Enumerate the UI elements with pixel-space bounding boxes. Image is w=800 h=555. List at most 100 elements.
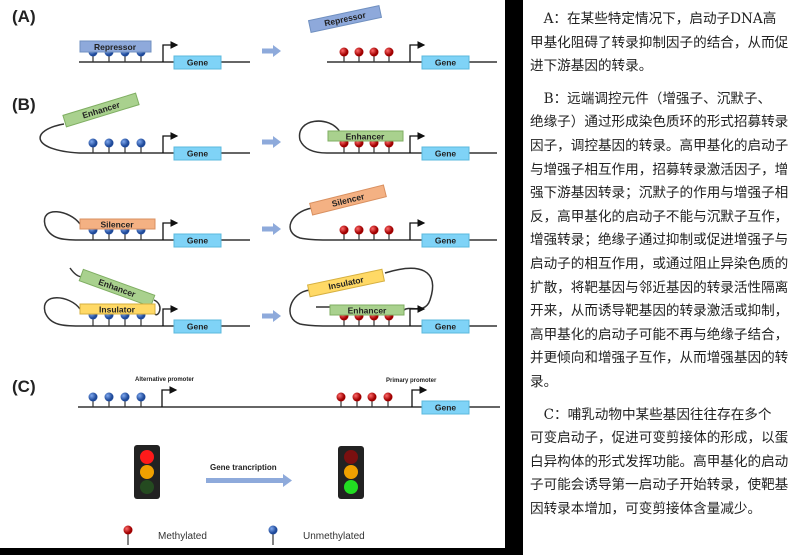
- gene-transcription-arrow-icon: [206, 474, 292, 487]
- gene-label: Gene: [435, 149, 457, 159]
- traffic-light-red-icon: [134, 445, 160, 499]
- transition-arrow-icon: [262, 223, 281, 235]
- gene-box: [421, 55, 470, 70]
- text-line: 白异构体的形式发挥功能。高甲基化的启动: [530, 453, 789, 470]
- methylated-cpg-icon: [352, 392, 362, 407]
- repressor-label: Repressor: [94, 42, 137, 52]
- gene-label: Gene: [435, 322, 457, 332]
- explanation-text: A：在某些特定情况下，启动子DNA高甲基化阻碍了转录抑制因子的结合，从而促进下游…: [530, 8, 796, 530]
- silencer-box-detached: Silencer: [309, 184, 387, 216]
- text-line: 因转录本增加，可变剪接体含量减少。: [530, 500, 762, 517]
- text-line: 增强转录；绝缘子通过抑制或促进增强子与: [530, 232, 789, 249]
- text-line: 与增强子相互作用，招募转录激活因子，增: [530, 161, 789, 178]
- gene-box: [421, 400, 470, 415]
- insulator-label-bound: Insulator: [99, 305, 136, 315]
- methylated-cpg-icon: [354, 47, 364, 62]
- insulator-box-bound: [79, 303, 156, 315]
- svg-text:Enhancer: Enhancer: [97, 277, 137, 300]
- black-bottom-border: [0, 548, 523, 555]
- methylated-cpg-icon: [367, 392, 377, 407]
- dna-strand: [384, 267, 434, 311]
- text-line: 可变启动子，促进可变剪接体的形成，以蛋: [530, 430, 789, 447]
- gene-label: Gene: [187, 149, 209, 159]
- gene-box: [173, 319, 222, 334]
- dna-strand: [298, 120, 341, 154]
- methylated-cpg-icon: [384, 47, 394, 62]
- promoter-arrow-icon: [162, 132, 179, 153]
- gene-label: Gene: [435, 58, 457, 68]
- unmethylated-cpg-icon: [120, 392, 130, 407]
- traffic-light-green-icon: [338, 446, 364, 499]
- enhancer-box-active: [329, 304, 405, 316]
- methylated-cpg-icon: [339, 225, 349, 240]
- promoter-arrow-icon: [162, 219, 179, 240]
- unmethylated-cpg-icon: [136, 138, 146, 153]
- silencer-box-bound: [79, 218, 156, 230]
- enhancer-label-active: Enhancer: [348, 306, 387, 316]
- primary-promoter-label: Primary promoter: [386, 378, 437, 384]
- text-line: 高甲基化的启动子可能不再与绝缘子结合，: [530, 326, 789, 343]
- panel-label-c: (C): [12, 377, 36, 396]
- methylated-cpg-icon: [369, 47, 379, 62]
- promoter-arrow-icon: [409, 41, 426, 62]
- text-line: 并更倾向和增强子互作，从而增强基因的转: [530, 350, 789, 367]
- dna-strand: [43, 297, 81, 327]
- methylated-cpg-icon: [384, 225, 394, 240]
- unmethylated-cpg-icon: [104, 392, 114, 407]
- paragraph-a: A：在某些特定情况下，启动子DNA高甲基化阻碍了转录抑制因子的结合，从而促进下游…: [530, 8, 796, 79]
- gene-label: Gene: [187, 236, 209, 246]
- black-divider: [505, 0, 523, 555]
- paragraph-b: B：远端调控元件（增强子、沉默子、绝缘子）通过形成染色质环的形式招募转录因子，调…: [530, 88, 796, 395]
- insulator-box-detached: Insulator: [306, 268, 386, 298]
- dna-strand: [289, 207, 328, 241]
- gene-box: [173, 233, 222, 248]
- gene-box: [173, 55, 222, 70]
- promoter-arrow-icon: [409, 132, 426, 153]
- text-line: C：哺乳动物中某些基因往往存在多个: [530, 406, 772, 423]
- methylated-cpg-icon: [369, 225, 379, 240]
- panel-label-a: (A): [12, 7, 36, 26]
- promoter-arrow-icon: [409, 219, 426, 240]
- methylated-cpg-icon: [123, 525, 133, 545]
- gene-label: Gene: [435, 403, 457, 413]
- gene-label: Gene: [187, 58, 209, 68]
- dna-strand: [289, 289, 328, 327]
- gene-transcription-label: Gene trancription: [210, 463, 277, 472]
- text-line: 启动子的相互作用，或通过阻止异染色质的: [530, 255, 789, 272]
- alternative-promoter-label: Alternative promoter: [135, 377, 195, 383]
- gene-box: [421, 319, 470, 334]
- promoter-arrow-icon: [161, 386, 178, 407]
- text-line: 甲基化阻碍了转录抑制因子的结合，从而促: [530, 34, 789, 51]
- methylated-cpg-icon: [336, 392, 346, 407]
- promoter-arrow-icon: [409, 305, 426, 326]
- text-line: B：远端调控元件（增强子、沉默子、: [530, 90, 772, 107]
- enhancer-box-blocked: Enhancer: [78, 268, 156, 308]
- methylated-cpg-icon: [339, 47, 349, 62]
- transition-arrow-icon: [262, 310, 281, 322]
- unmethylated-cpg-icon: [136, 392, 146, 407]
- enhancer-box-detached: Enhancer: [62, 92, 140, 128]
- text-line: 进下游基因的转录。: [530, 58, 653, 75]
- text-line: 因子，调控基因的转录。高甲基化的启动子: [530, 137, 789, 154]
- methylated-cpg-icon: [354, 225, 364, 240]
- text-line: 反，高甲基化的启动子不能与沉默子互作，: [530, 208, 789, 225]
- gene-box: [173, 146, 222, 161]
- enhancer-box-bound: [327, 130, 404, 142]
- transition-arrow-icon: [262, 136, 281, 148]
- promoter-arrow-icon: [411, 386, 428, 407]
- methylated-cpg-icon: [383, 392, 393, 407]
- gene-label: Gene: [435, 236, 457, 246]
- panel-label-b: (B): [12, 95, 36, 114]
- dna-strand: [39, 123, 80, 154]
- gene-box: [421, 233, 470, 248]
- gene-box: [421, 146, 470, 161]
- promoter-arrow-icon: [162, 305, 179, 326]
- dna-strand: [153, 299, 161, 316]
- text-line: 录。: [530, 373, 558, 390]
- unmethylated-cpg-icon: [88, 138, 98, 153]
- legend-unmethylated-label: Unmethylated: [303, 531, 365, 542]
- text-line: 扩散，将靶基因与邻近基因的转录活性隔离: [530, 279, 789, 296]
- transition-arrow-icon: [262, 45, 281, 57]
- legend-methylated-label: Methylated: [158, 531, 207, 542]
